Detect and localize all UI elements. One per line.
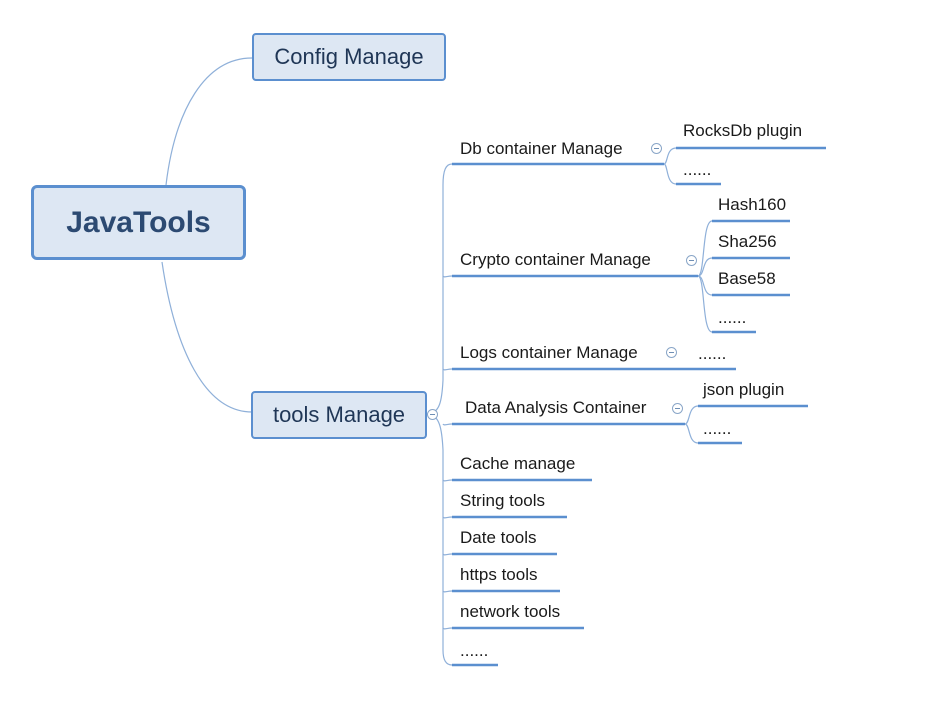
connector-db-rocksdb: [663, 147, 677, 165]
node-hash160[interactable]: Hash160: [718, 195, 787, 214]
connector-crypto-hash160: [697, 220, 713, 277]
topic-config-manage[interactable]: Config Manage: [252, 33, 446, 81]
node-date-tools[interactable]: Date tools: [460, 528, 537, 547]
connector-data-json: [684, 405, 699, 425]
connector-db-more: [663, 163, 677, 185]
connector-crypto: [442, 275, 453, 278]
node-sha256[interactable]: Sha256: [718, 232, 777, 251]
node-crypto-more[interactable]: ......: [718, 308, 747, 327]
connector-logs: [442, 368, 453, 371]
topic-config-label: Config Manage: [274, 44, 424, 69]
topic-tools-label: tools Manage: [272, 402, 406, 427]
connector-tools-down: [426, 413, 453, 666]
node-db-container[interactable]: Db container Manage: [460, 139, 623, 158]
node-logs-container[interactable]: Logs container Manage: [460, 343, 638, 362]
connector-https: [442, 590, 453, 593]
connector-cache: [442, 479, 453, 482]
node-rocksdb-plugin[interactable]: RocksDb plugin: [683, 121, 803, 140]
connector-crypto-sha256: [697, 257, 713, 277]
node-data-analysis[interactable]: Data Analysis Container: [465, 398, 647, 417]
connector-data-more: [684, 423, 699, 444]
node-logs-more[interactable]: ......: [698, 344, 727, 363]
node-data-more[interactable]: ......: [703, 419, 732, 438]
node-base58[interactable]: Base58: [718, 269, 776, 288]
node-tools-more[interactable]: ......: [460, 641, 489, 660]
connector-crypto-more: [697, 275, 713, 333]
connector-date: [442, 553, 453, 556]
collapse-db-icon[interactable]: [651, 143, 662, 154]
connector-root-config: [165, 57, 253, 186]
node-crypto-container[interactable]: Crypto container Manage: [460, 250, 651, 269]
connector-string: [442, 516, 453, 519]
root-node[interactable]: JavaTools: [31, 185, 246, 260]
root-label: JavaTools: [66, 205, 211, 239]
node-cache-manage[interactable]: Cache manage: [460, 454, 576, 473]
connector-network: [442, 627, 453, 630]
node-json-plugin[interactable]: json plugin: [703, 380, 785, 399]
node-db-more[interactable]: ......: [683, 160, 712, 179]
collapse-logs-icon[interactable]: [666, 347, 677, 358]
node-https-tools[interactable]: https tools: [460, 565, 538, 584]
connector-data: [442, 423, 453, 426]
topic-tools-manage[interactable]: tools Manage: [251, 391, 427, 439]
collapse-data-icon[interactable]: [672, 403, 683, 414]
collapse-tools-icon[interactable]: [427, 409, 438, 420]
collapse-crypto-icon[interactable]: [686, 255, 697, 266]
node-string-tools[interactable]: String tools: [460, 491, 546, 510]
node-network-tools[interactable]: network tools: [460, 602, 561, 621]
connector-tools-up: [426, 163, 453, 415]
connector-root-tools: [161, 261, 253, 413]
